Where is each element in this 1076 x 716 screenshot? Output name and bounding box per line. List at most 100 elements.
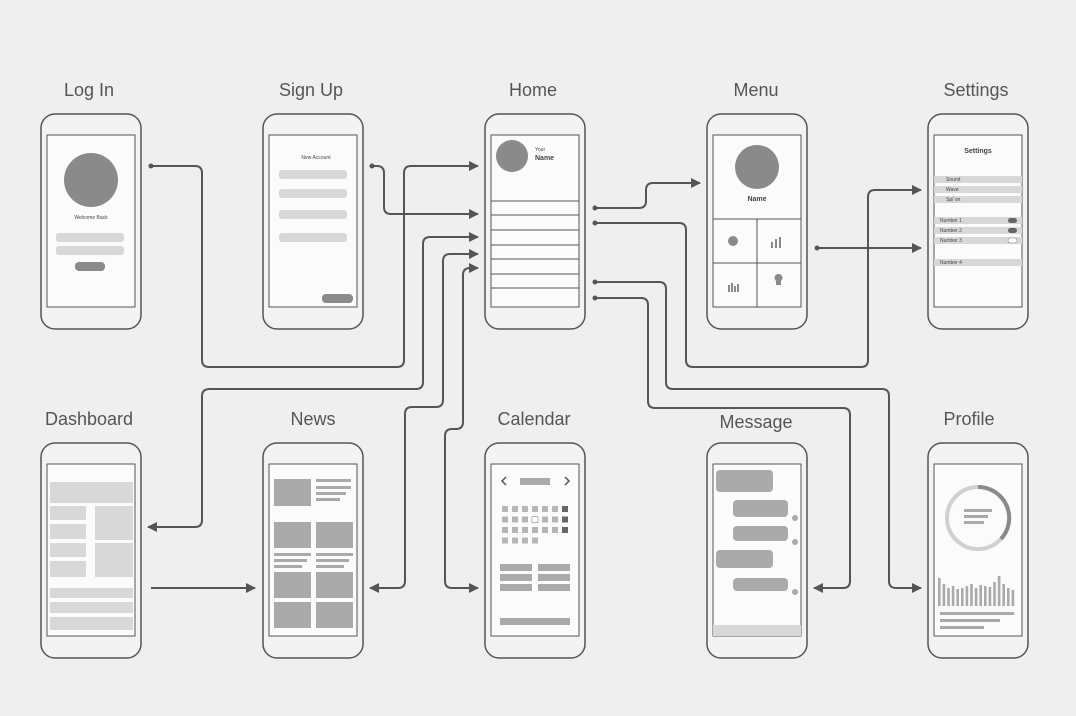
profile-bar — [984, 586, 987, 606]
message-bubble — [733, 500, 788, 517]
settings-item: Sp/ on — [946, 197, 961, 203]
calendar-day — [562, 506, 568, 512]
profile-bar — [970, 584, 973, 606]
calendar-day — [522, 537, 528, 544]
settings-item: Wave — [946, 187, 959, 193]
message-input — [713, 625, 801, 636]
pie-icon — [728, 236, 738, 246]
message-bubble — [716, 550, 773, 568]
new-account-heading: New Account — [301, 155, 331, 161]
calendar-day — [552, 516, 558, 523]
home-your: Your — [535, 147, 545, 153]
calendar-day — [562, 516, 568, 523]
profile-title: Profile — [943, 409, 994, 429]
calendar-day — [522, 506, 528, 512]
profile-bar — [1011, 590, 1015, 606]
phone-profile — [927, 442, 1029, 659]
lightbulb-icon — [774, 273, 783, 285]
calendar-day — [522, 527, 528, 533]
calendar-day — [532, 537, 538, 544]
signup-button — [322, 294, 353, 303]
home-to-settings-arrow — [595, 185, 922, 368]
month-label — [520, 478, 550, 485]
calendar-day — [542, 527, 548, 533]
profile-bar-chart — [938, 576, 1015, 606]
home-to-message-arrow — [595, 297, 851, 593]
profile-bar — [938, 578, 941, 606]
avatar — [496, 140, 528, 172]
calendar-day — [512, 527, 518, 533]
avatar — [735, 145, 779, 189]
calendar-day — [552, 527, 558, 533]
profile-bar — [1007, 588, 1010, 606]
menu-name: Name — [747, 196, 766, 203]
phone-settings: Settings Sound Wave Sp/ on Number 1 Numb… — [927, 113, 1029, 330]
profile-bar — [974, 588, 978, 606]
login-title: Log In — [64, 80, 114, 100]
phone-menu: Name — [706, 113, 808, 330]
profile-bar — [961, 588, 964, 606]
home-calendar-arrow — [444, 263, 479, 593]
profile-bar — [942, 584, 946, 606]
settings-number: Number 3 — [940, 238, 962, 244]
calendar-day — [562, 527, 568, 533]
message-bubble — [733, 526, 788, 541]
phone-calendar — [484, 442, 586, 659]
profile-bar — [997, 576, 1001, 606]
profile-bar — [947, 588, 950, 606]
calendar-day — [542, 516, 548, 523]
calendar-day — [502, 516, 508, 523]
bar-chart-icon — [771, 237, 781, 248]
welcome-text: Welcome Back — [74, 215, 108, 221]
phone-dashboard — [40, 442, 142, 659]
settings-number: Number 2 — [940, 228, 962, 234]
signup-to-home-arrow — [372, 165, 479, 219]
calendar-day — [552, 506, 558, 512]
chart-icon — [728, 283, 739, 292]
home-to-profile-arrow — [595, 281, 922, 593]
calendar-day — [502, 537, 508, 544]
calendar-day — [502, 527, 508, 533]
settings-title: Settings — [943, 80, 1008, 100]
avatar — [64, 153, 118, 207]
calendar-day — [502, 506, 508, 512]
username-field — [56, 233, 124, 242]
settings-footer: Number 4 — [940, 260, 962, 266]
phone-signup: New Account — [262, 113, 364, 330]
phone-login: Welcome Back — [40, 113, 142, 330]
password-field — [56, 246, 124, 255]
home-dashboard-arrow — [147, 232, 479, 532]
calendar-day — [532, 527, 538, 533]
phone-news — [262, 442, 364, 659]
calendar-day — [542, 506, 548, 512]
calendar-grid — [502, 506, 568, 544]
news-title: News — [290, 409, 335, 429]
connectors — [147, 161, 922, 593]
dashboard-title: Dashboard — [45, 409, 133, 429]
phone-message — [706, 442, 808, 659]
calendar-day — [512, 537, 518, 544]
signup-title: Sign Up — [279, 80, 343, 100]
home-to-menu-arrow — [595, 178, 701, 209]
message-bubble — [733, 578, 788, 591]
settings-number: Number 1 — [940, 218, 962, 224]
calendar-day — [522, 516, 528, 523]
profile-bar — [956, 589, 959, 606]
home-news-arrow — [369, 249, 479, 593]
profile-bar — [988, 587, 992, 606]
profile-bar — [993, 582, 996, 606]
message-title: Message — [719, 412, 792, 432]
settings-heading: Settings — [964, 148, 992, 155]
settings-item: Sound — [946, 177, 961, 183]
chevron-left-icon — [500, 476, 507, 486]
profile-bar — [951, 586, 955, 606]
phone-home: Your Name — [484, 113, 586, 330]
home-name: Name — [535, 155, 554, 162]
toggle-switch — [1008, 218, 1017, 223]
profile-bar — [965, 586, 969, 606]
calendar-title: Calendar — [497, 409, 570, 429]
profile-bar — [1002, 584, 1005, 606]
calendar-day — [512, 516, 518, 523]
profile-bar — [979, 585, 982, 606]
